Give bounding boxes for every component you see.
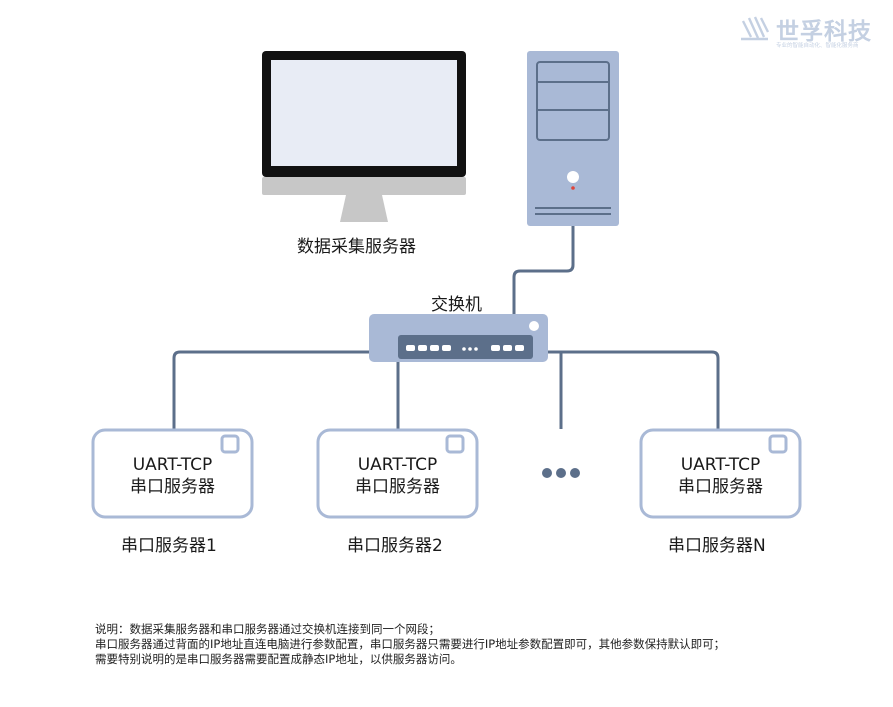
gateway-1-type: 串口服务器: [130, 477, 215, 497]
gateway-2-model: UART-TCP: [357, 455, 438, 475]
gateway-2-caption: 串口服务器2: [347, 536, 443, 556]
tower-server-icon: [527, 51, 619, 226]
pc-server-label: 数据采集服务器: [297, 237, 416, 257]
gateway-n-text: UART-TCP 串口服务器: [641, 454, 800, 498]
monitor-icon: [262, 51, 466, 222]
note-line-3: 需要特别说明的是串口服务器需要配置成静态IP地址，以供服务器访问。: [95, 652, 462, 666]
link-gateway-n: [548, 350, 720, 429]
brand-logo: 世孚科技 专业的智能自动化、智能化服务商: [738, 12, 884, 52]
logo-mark-icon: [741, 16, 770, 41]
network-links: [172, 226, 720, 429]
link-tower-switch: [512, 226, 575, 314]
gateway-n-caption: 串口服务器N: [668, 536, 766, 556]
gateway-1-text: UART-TCP 串口服务器: [93, 454, 252, 498]
gateway-1-model: UART-TCP: [132, 455, 213, 475]
link-gateway-1: [172, 350, 369, 429]
description-notes: 说明：数据采集服务器和串口服务器通过交换机连接到同一个网段； 串口服务器通过背面…: [95, 622, 725, 667]
gateway-n-model: UART-TCP: [680, 455, 761, 475]
gateway-2-text: UART-TCP 串口服务器: [318, 454, 477, 498]
note-line-1: 说明：数据采集服务器和串口服务器通过交换机连接到同一个网段；: [95, 622, 440, 636]
switch-label: 交换机: [431, 295, 482, 315]
brand-name: 世孚科技: [776, 19, 872, 45]
serial-server-box-2: [316, 428, 479, 519]
switch-icon: [369, 314, 548, 362]
brand-slogan: 专业的智能自动化、智能化服务商: [776, 43, 859, 49]
more-devices-ellipsis: [542, 468, 580, 478]
note-line-2: 串口服务器通过背面的IP地址直连电脑进行参数配置，串口服务器只需要进行IP地址参…: [95, 637, 726, 651]
gateway-n-type: 串口服务器: [678, 477, 763, 497]
gateway-2-type: 串口服务器: [355, 477, 440, 497]
serial-server-box-n: [639, 428, 802, 519]
gateway-1-caption: 串口服务器1: [121, 536, 217, 556]
serial-server-box-1: [91, 428, 254, 519]
